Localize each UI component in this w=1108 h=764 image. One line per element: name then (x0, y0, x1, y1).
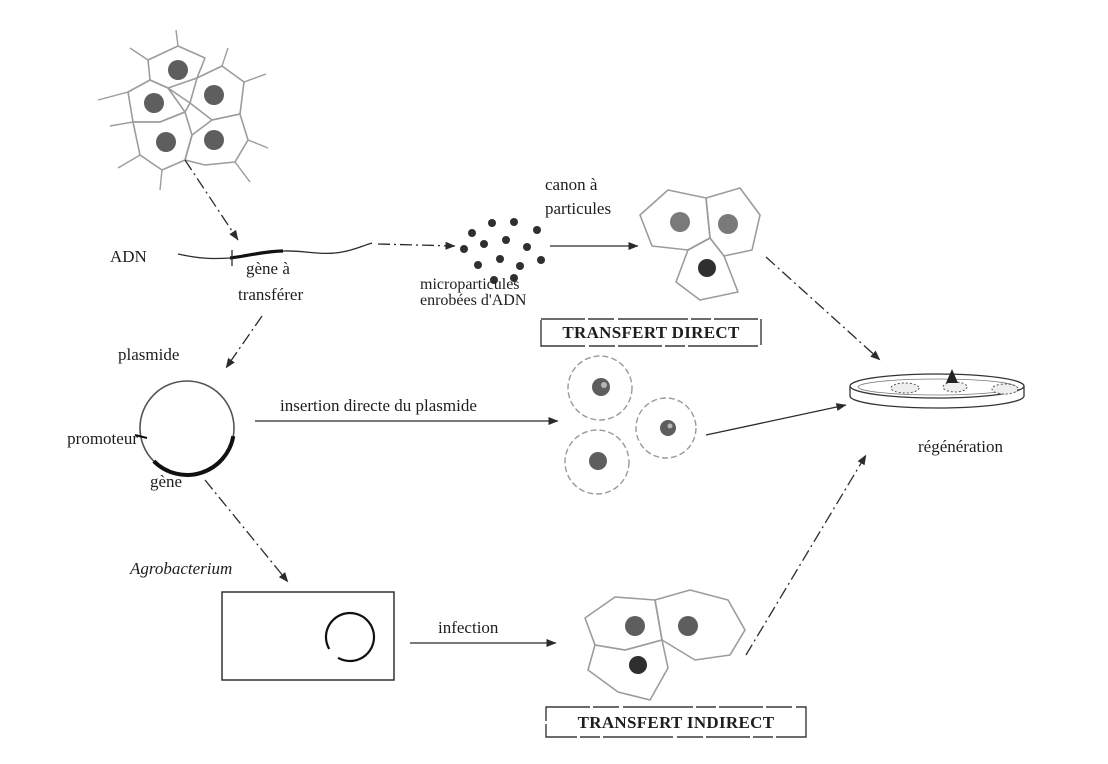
microparticle (502, 236, 510, 244)
microparticle (510, 218, 518, 226)
nucleus (156, 132, 176, 152)
cell-wall-stub (109, 121, 134, 127)
cell-outline (584, 596, 663, 651)
nucleus (678, 616, 698, 636)
indirect-transfer-box: TRANSFERT INDIRECT (545, 706, 807, 738)
protoplast (635, 397, 697, 459)
arrow-direct-to-regeneration (765, 256, 881, 361)
cell-wall-stub (247, 139, 269, 149)
arrow-protoplasts-to-regeneration (705, 403, 847, 436)
microparticle (533, 226, 541, 234)
arrow-gene-to-plasmid (225, 315, 263, 369)
direct-insertion-label: insertion directe du plasmide (280, 396, 477, 415)
microparticle (537, 256, 545, 264)
plasmid (134, 380, 236, 477)
nucleus (589, 452, 607, 470)
nucleus (670, 212, 690, 232)
cell-wall-stub (243, 73, 267, 83)
petri-dish (849, 369, 1025, 409)
cell-wall-stub (221, 47, 229, 67)
microparticle (468, 229, 476, 237)
nucleus (144, 93, 164, 113)
indirect-transfer-label: TRANSFERT INDIRECT (578, 713, 775, 732)
cell-wall-stub (97, 91, 129, 101)
cell-wall-stub (129, 47, 149, 61)
nucleus (168, 60, 188, 80)
promoter-label: promoteur (67, 429, 138, 448)
regeneration-label: régénération (918, 437, 1003, 456)
gene-segment (229, 249, 284, 260)
cell-wall (184, 102, 191, 113)
direct-transfer-frame (540, 318, 762, 347)
microparticle (496, 255, 504, 263)
inserted-plasmid-dot (667, 423, 673, 429)
cell-wall (167, 87, 191, 104)
inserted-plasmid-dot (601, 382, 607, 388)
source-tissue-cells (97, 29, 269, 191)
agrobacterium-cell (221, 591, 395, 681)
microparticles (460, 218, 545, 284)
plasmid-gene-label: gène (150, 472, 182, 491)
cell-wall-stub (234, 161, 251, 183)
particle-gun-label-line1: canon à (545, 175, 598, 194)
microparticle (516, 262, 524, 270)
microparticle (490, 276, 498, 284)
cell-outline (654, 589, 746, 661)
microparticle (460, 245, 468, 253)
nucleus (592, 378, 610, 396)
callus (942, 381, 968, 393)
gene-to-transfer-label-line2: transférer (238, 285, 303, 304)
nucleus (625, 616, 645, 636)
microparticle (488, 219, 496, 227)
cell-wall-stub (159, 169, 163, 191)
microparticle (480, 240, 488, 248)
arrow-indirect-to-regeneration (745, 454, 867, 656)
particle-gun-label-line2: particules (545, 199, 611, 218)
microparticles-label-line1: microparticules (420, 276, 520, 293)
agrobacterium-body (221, 591, 395, 681)
callus (890, 382, 920, 394)
direct-transfer-box: TRANSFERT DIRECT (540, 318, 762, 347)
cell-wall-stub (175, 29, 179, 47)
transformed-nucleus (629, 656, 647, 674)
infected-cells (584, 589, 746, 701)
nucleus (660, 420, 676, 436)
cell-outline (675, 237, 739, 301)
microparticles-label-line2: enrobées d'ADN (420, 292, 527, 309)
arrow-dna-to-microparticles (377, 241, 456, 250)
gene-to-transfer-label-line1: gène à (246, 259, 290, 278)
bombarded-cells (639, 187, 761, 301)
dna-label: ADN (110, 247, 147, 266)
callus (991, 383, 1019, 395)
dna-strand (177, 242, 373, 266)
protoplast (567, 355, 633, 421)
protoplasts (564, 355, 697, 495)
nucleus (204, 85, 224, 105)
cell-outline (184, 113, 249, 166)
nucleus (718, 214, 738, 234)
arrow-cells-to-dna (184, 159, 239, 241)
transformed-nucleus (698, 259, 716, 277)
regenerating-plantlet (946, 369, 958, 383)
indirect-transfer-frame (545, 706, 807, 738)
plasmid-gene-arc (152, 435, 236, 477)
microparticle (523, 243, 531, 251)
promoter-tick (134, 434, 148, 439)
protoplast (564, 429, 630, 495)
microparticle (474, 261, 482, 269)
microparticle (510, 274, 518, 282)
cell-outline (587, 639, 669, 701)
plasmid-label: plasmide (118, 345, 179, 364)
direct-transfer-label: TRANSFERT DIRECT (562, 323, 740, 342)
agrobacterium-plasmid (324, 611, 376, 663)
nucleus (204, 130, 224, 150)
cell-wall-stub (117, 154, 141, 169)
agrobacterium-label: Agrobacterium (129, 559, 232, 578)
infection-label: infection (438, 618, 499, 637)
